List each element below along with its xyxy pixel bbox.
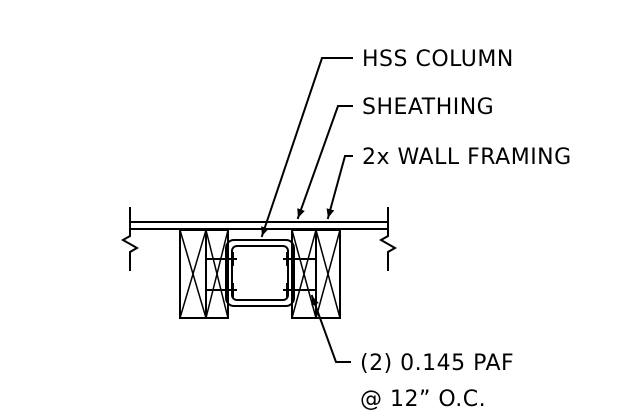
break-line-left xyxy=(120,207,140,271)
wall-framing-label: 2x WALL FRAMING xyxy=(362,145,572,170)
paf-label-line2: @ 12” O.C. xyxy=(360,387,486,412)
leader-sheathing xyxy=(296,105,353,220)
hss-column xyxy=(225,239,295,307)
wall-framing-left xyxy=(179,229,229,319)
wall-framing-right xyxy=(291,229,341,319)
paf-fasteners xyxy=(205,252,317,297)
leader-paf xyxy=(310,294,351,363)
paf-label-line1: (2) 0.145 PAF xyxy=(360,351,514,376)
leader-hss-column xyxy=(260,57,353,238)
sheathing-label: SHEATHING xyxy=(362,95,494,120)
hss-column-label: HSS COLUMN xyxy=(362,47,514,72)
sheathing-layer xyxy=(129,221,389,230)
leader-wall-framing xyxy=(326,155,353,220)
break-line-right xyxy=(378,207,398,271)
